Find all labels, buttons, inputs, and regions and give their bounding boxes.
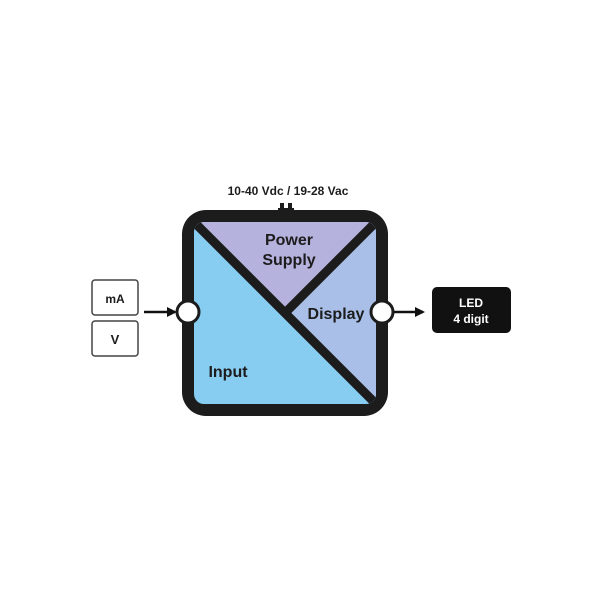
module-sections	[194, 222, 376, 404]
display-section-area	[285, 222, 376, 404]
power-supply-section-area	[194, 222, 376, 313]
power-supply-label-line1: Power	[265, 232, 313, 249]
input-label-ma: mA	[105, 292, 125, 306]
input-box-ma: mA	[91, 279, 139, 316]
input-box-v: V	[91, 320, 139, 357]
display-section-label: Display	[308, 306, 365, 323]
led-label-line1: LED	[459, 296, 483, 310]
power-supply-voltage-label: 10-40 Vdc / 19-28 Vac	[228, 184, 349, 198]
led-display-box: LED 4 digit	[432, 287, 511, 333]
output-terminal-circle	[369, 299, 395, 325]
led-label-line2: 4 digit	[453, 312, 488, 326]
secondary-divider	[281, 222, 376, 317]
input-label-v: V	[111, 332, 120, 347]
input-terminal-circle	[175, 299, 201, 325]
input-section-label: Input	[208, 364, 248, 381]
power-supply-label-line2: Supply	[262, 252, 315, 269]
